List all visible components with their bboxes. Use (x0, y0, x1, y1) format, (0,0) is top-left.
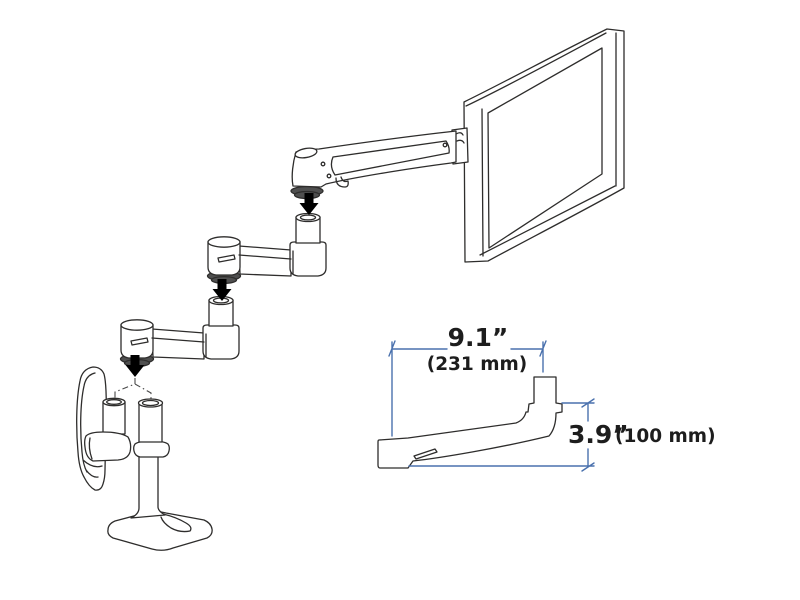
screw-hole (442, 142, 448, 148)
height-dimension-inches: 3.9” (568, 420, 629, 449)
extension-arm-collar (289, 241, 327, 277)
dimension-labels: 9.1” (231 mm) 3.9” (100 mm) (427, 323, 716, 449)
lx-arm-release-tab (335, 176, 349, 188)
post-socket-hole (299, 214, 317, 221)
wall-mount-bracket (76, 366, 132, 491)
lx-arm-end-cap (294, 147, 318, 159)
wall-bracket-fold-lines (80, 372, 103, 478)
desk-pole-collar (133, 440, 170, 458)
down-arrow-icon (212, 279, 232, 301)
lx-arm-side-panel (330, 140, 450, 176)
pole-socket-hole (106, 399, 122, 405)
wall-bracket-clamp (84, 431, 132, 462)
desk-base-groove (160, 513, 192, 533)
arm-profile-slot (413, 448, 438, 460)
wall-bracket-pole (102, 401, 126, 435)
line-art-layer (76, 28, 625, 551)
desk-pole-upper (138, 402, 163, 443)
mount-option-connectors (114, 378, 152, 400)
down-arrow-icon (299, 193, 319, 215)
height-dimension-metric: (100 mm) (615, 426, 716, 447)
extension-arm-upper (206, 212, 327, 285)
height-dimension-lines (408, 398, 595, 472)
rotunda-slot (217, 254, 236, 263)
wall-bracket-clamp-line (88, 437, 93, 460)
vesa-plate-hooks (455, 132, 465, 144)
extension-arm-edge-lines (238, 250, 294, 275)
width-dimension-lines (388, 340, 547, 437)
arm-side-view (377, 376, 563, 469)
width-dimension-inches: 9.1” (448, 323, 509, 352)
width-dimension-metric: (231 mm) (427, 354, 528, 375)
dimension-lines (388, 340, 595, 472)
assembly-arrows (125, 193, 319, 377)
desk-base-foot (107, 510, 213, 551)
lx-arm (290, 130, 457, 200)
monitor-bezel-lines (465, 32, 617, 257)
monitor (463, 28, 625, 263)
desk-stand-base (107, 398, 213, 551)
monitor-screen (487, 47, 603, 249)
lx-arm-screw-holes (320, 142, 448, 179)
screw-hole (326, 173, 332, 179)
pole-socket-hole (141, 399, 160, 407)
desk-pole-lower (130, 455, 166, 519)
down-arrow-icon (125, 355, 145, 377)
screw-hole (320, 161, 326, 167)
extension-arm-bar (238, 245, 292, 277)
rotunda-top (207, 236, 241, 248)
arm-profile (377, 376, 563, 469)
